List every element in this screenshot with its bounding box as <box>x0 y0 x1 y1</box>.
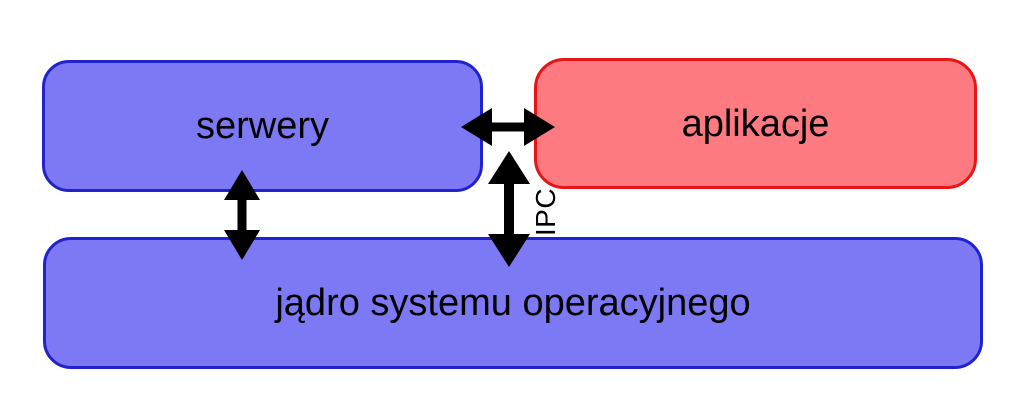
node-applications-label: aplikacje <box>681 102 830 145</box>
node-applications: aplikacje <box>534 58 977 189</box>
node-kernel-label: jądro systemu operacyjnego <box>275 282 751 324</box>
node-kernel: jądro systemu operacyjnego <box>43 237 983 369</box>
ipc-connector-label: IPC <box>530 187 561 237</box>
node-servers: serwery <box>42 60 483 192</box>
node-servers-label: serwery <box>195 105 330 147</box>
